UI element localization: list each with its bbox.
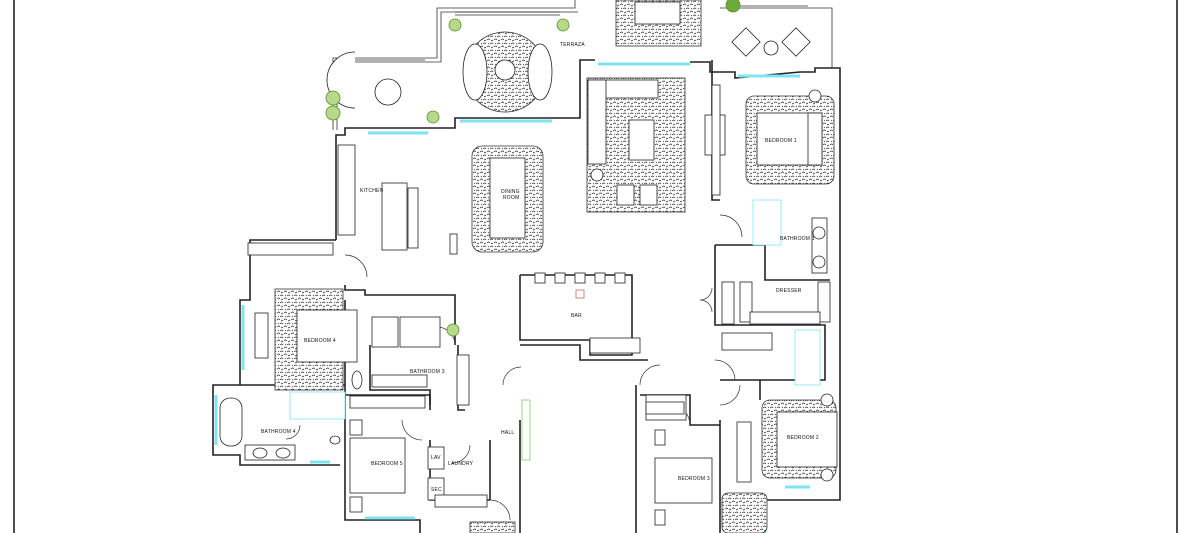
label-lav: LAV xyxy=(431,455,441,461)
label-laundry: LAUNDRY xyxy=(448,461,474,467)
label-bedroom-3: BEDROOM 3 xyxy=(678,476,710,482)
label-bedroom-1: BEDROOM 1 xyxy=(765,138,797,144)
label-bedroom-2: BEDROOM 2 xyxy=(787,435,819,441)
doors xyxy=(285,214,743,521)
label-dining-1: DINING xyxy=(501,189,520,195)
exterior-walls xyxy=(212,59,841,533)
label-sec: SEC xyxy=(431,487,442,493)
label-bedroom-5: BEDROOM 5 xyxy=(371,461,403,467)
label-bedroom-4: BEDROOM 4 xyxy=(304,338,336,344)
furniture xyxy=(219,1,838,526)
label-terraza: TERRAZA xyxy=(560,42,585,48)
hall-rug xyxy=(469,521,516,533)
label-hall: HALL xyxy=(501,430,514,436)
windows xyxy=(214,62,810,533)
bedroom3-rug xyxy=(721,492,768,533)
room-labels: TERRAZA KITCHEN DINING ROOM BEDROOM 1 BA… xyxy=(261,42,819,493)
closets xyxy=(247,242,831,508)
label-bathroom-3: BATHROOM 3 xyxy=(410,369,445,375)
label-bathroom-4: BATHROOM 4 xyxy=(261,429,296,435)
plants xyxy=(325,0,741,124)
label-dining-2: ROOM xyxy=(503,195,519,201)
label-dresser: DRESSER xyxy=(776,288,802,294)
label-kitchen: KITCHEN xyxy=(360,188,384,194)
label-bathroom-1: BATHROOM 1 xyxy=(780,236,815,242)
label-bar: BAR xyxy=(571,313,582,319)
